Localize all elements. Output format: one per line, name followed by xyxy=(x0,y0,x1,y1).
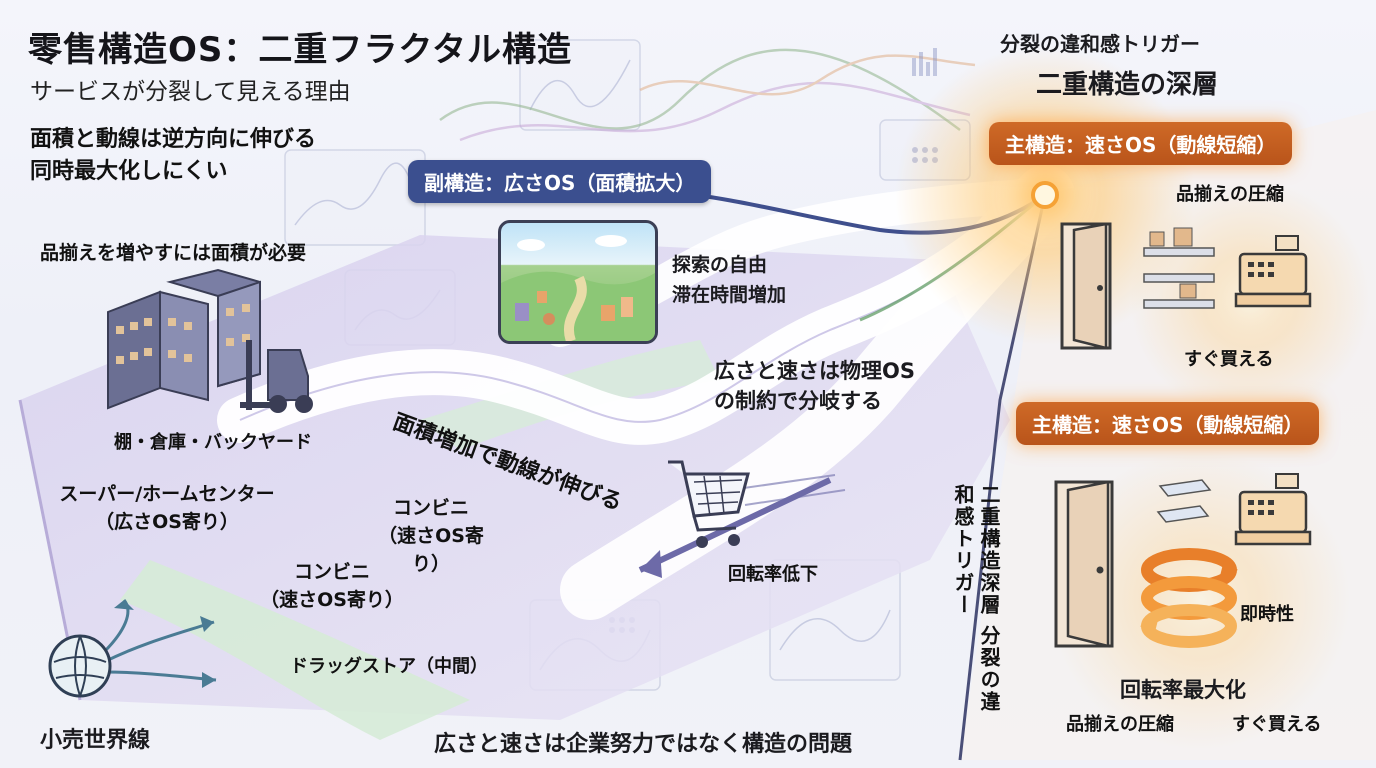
explore-line2: 滞在時間増加 xyxy=(672,284,787,306)
explore-label: 探索の自由 滞在時間増加 xyxy=(672,250,786,310)
branch-line2: の制約で分岐する xyxy=(714,389,882,413)
main-structure-pill-2: 主構造：速さOS（動線短縮） xyxy=(1016,402,1320,445)
area-flow-note-line2: 同時最大化しにくい xyxy=(30,159,228,184)
turnover-down-label: 回転率低下 xyxy=(728,564,818,585)
turnover-max-label: 回転率最大化 xyxy=(1120,678,1246,702)
compress-label-2: 品揃えの圧縮 xyxy=(1066,714,1174,735)
page-subtitle: サービスが分裂して見える理由 xyxy=(30,79,351,105)
conv2-line2: （速さOS寄り） xyxy=(260,589,404,611)
shopping-cart-icon xyxy=(664,450,754,564)
door-icon xyxy=(1060,222,1120,356)
branch-line1: 広さと速さは物理OS xyxy=(714,359,915,383)
cash-register-icon xyxy=(1232,232,1312,316)
conv-store-label-2: コンビニ （速さOS寄り） xyxy=(254,558,410,614)
globe-icon xyxy=(44,592,244,716)
world-line-label: 小売世界線 xyxy=(40,728,151,753)
boxes-icon xyxy=(1140,222,1230,316)
door-icon-2 xyxy=(1054,480,1124,654)
branch-label: 広さと速さは物理OS の制約で分岐する xyxy=(714,356,915,416)
super-line2: （広さOS寄り） xyxy=(95,511,239,533)
immediacy-label: 即時性 xyxy=(1240,604,1294,625)
area-flow-note: 面積と動線は逆方向に伸びる 同時最大化しにくい xyxy=(30,124,316,188)
drugstore-label: ドラッグストア（中間） xyxy=(290,656,488,677)
sub-structure-pill: 副構造：広さOS（面積拡大） xyxy=(408,160,712,203)
conv1-line1: コンビニ xyxy=(392,497,469,519)
super-store-label: スーパー/ホームセンター （広さOS寄り） xyxy=(40,480,294,536)
buy-now-label-1: すぐ買える xyxy=(1184,349,1274,370)
vertical-trigger-label: 二重構造深層 分裂の違和感トリガー xyxy=(951,484,1001,713)
shelves-label: 棚・倉庫・バックヤード xyxy=(114,432,312,453)
explore-line1: 探索の自由 xyxy=(672,254,768,276)
deep-heading: 二重構造の深層 xyxy=(1036,70,1219,100)
light-source-icon xyxy=(1031,181,1059,209)
conv2-line1: コンビニ xyxy=(293,561,370,583)
main-structure-pill-1: 主構造：速さOS（動線短縮） xyxy=(989,122,1293,165)
conv1-line2: （速さOS寄り） xyxy=(378,525,484,575)
forklift-icon xyxy=(238,330,328,424)
landscape-icon xyxy=(498,220,658,344)
compress-label-1: 品揃えの圧縮 xyxy=(1176,184,1284,205)
need-area-label: 品揃えを増やすには面積が必要 xyxy=(40,242,307,264)
trigger-heading: 分裂の違和感トリガー xyxy=(1000,32,1200,56)
conclusion-label: 広さと速さは企業努力ではなく構造の問題 xyxy=(434,732,853,757)
shelf-icon xyxy=(100,268,270,422)
cash-register-icon-2 xyxy=(1232,470,1312,554)
trays-icon xyxy=(1150,476,1220,540)
super-line1: スーパー/ホームセンター xyxy=(59,483,275,505)
page-title: 零售構造OS：二重フラクタル構造 xyxy=(28,30,573,70)
buy-now-label-2: すぐ買える xyxy=(1232,714,1322,735)
cycle-arrows-icon xyxy=(1134,540,1244,654)
area-flow-note-line1: 面積と動線は逆方向に伸びる xyxy=(30,127,317,152)
conv-store-label-1: コンビニ （速さOS寄り） xyxy=(364,494,498,578)
